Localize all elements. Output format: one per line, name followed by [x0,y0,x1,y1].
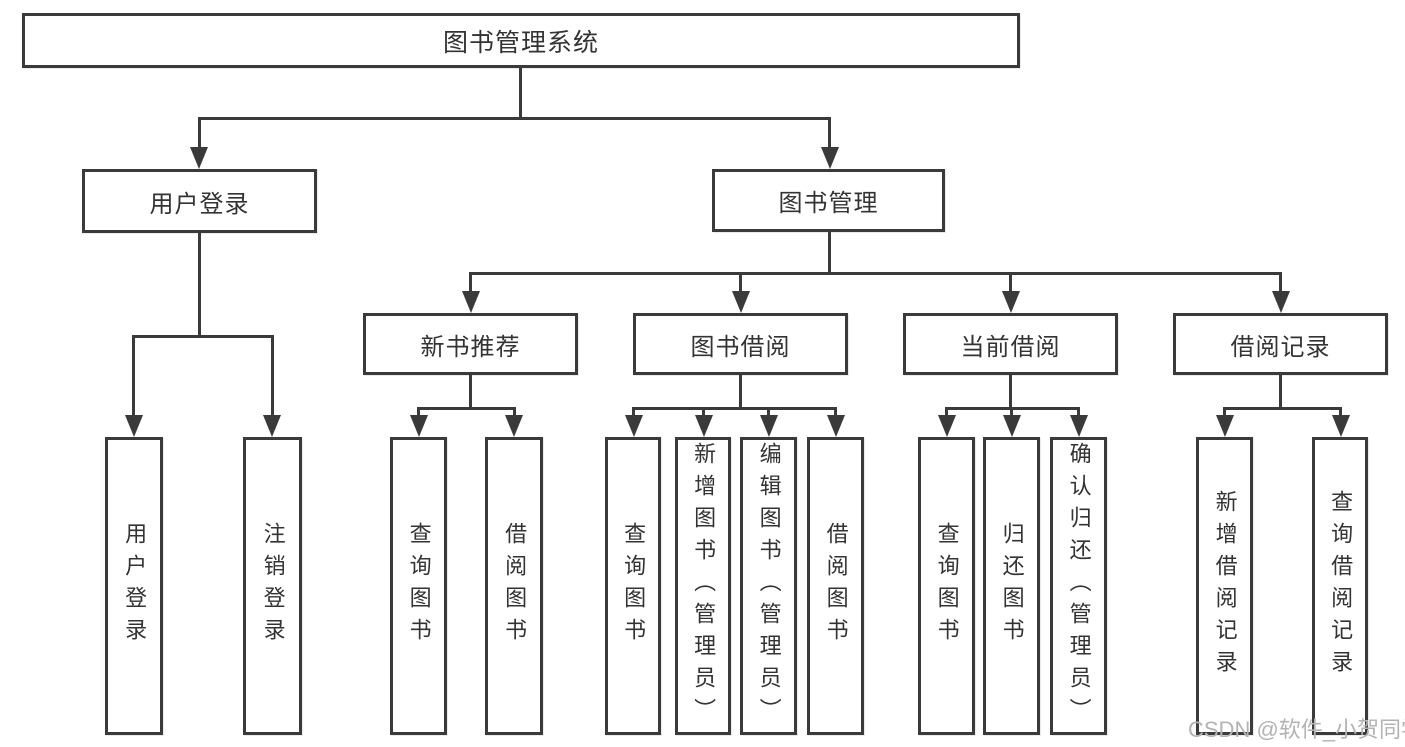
edge-login-stem [198,233,201,337]
leaf-bb-borrow-books: 借阅图书 [807,437,864,735]
arrowhead-borrow-records [1272,291,1290,313]
arrowhead-br-query [1332,415,1350,437]
node-new-books: 新书推荐 [363,313,578,375]
edge-drop-bb-borrow [834,407,837,418]
leaf-cb-return-books: 归还图书 [983,437,1040,735]
node-book-borrow-label: 图书借阅 [690,333,791,361]
edge-login-rail [132,335,274,338]
leaf-br-add-record-label: 新增借阅记录 [1212,490,1238,682]
edge-drop-nb-query [417,407,420,418]
edge-newbooks-rail [417,407,516,410]
leaf-bb-add-books-admin-label: 新增图书（管理员） [691,442,717,730]
leaf-br-query-record: 查询借阅记录 [1312,437,1368,735]
edge-root-stem [519,68,522,118]
arrowhead-current-borrow [1002,291,1020,313]
arrowhead-leaf-logout [263,415,281,437]
node-current-borrow-label: 当前借阅 [960,333,1061,361]
arrowhead-bb-query [625,415,643,437]
leaf-br-add-record: 新增借阅记录 [1196,437,1253,735]
edge-drop-leaf-login [132,335,135,416]
leaf-nb-query-books: 查询图书 [390,437,447,735]
leaf-bb-query-books-label: 查询图书 [621,522,647,650]
leaf-cb-query-books: 查询图书 [918,437,975,735]
leaf-bb-edit-books-admin-label: 编辑图书（管理员） [756,442,782,730]
leaf-logout-label: 注销登录 [260,522,286,650]
leaf-nb-borrow-books-label: 借阅图书 [502,522,528,650]
leaf-cb-confirm-return-admin-label: 确认归还（管理员） [1066,442,1092,730]
edge-borrow-rail [632,407,837,410]
edge-mgmt-rail [469,272,1282,275]
edge-drop-cb-return [1010,407,1013,418]
arrowhead-cb-return [1003,415,1021,437]
node-borrow-records-label: 借阅记录 [1230,333,1331,361]
node-borrow-records: 借阅记录 [1173,313,1388,375]
arrowhead-nb-query [410,415,428,437]
node-book-borrow: 图书借阅 [633,313,848,375]
node-new-books-label: 新书推荐 [420,333,521,361]
arrowhead-user-login [190,147,208,169]
node-library-system: 图书管理系统 [22,13,1020,68]
edge-root-rail [198,117,831,120]
arrowhead-bb-borrow [827,415,845,437]
leaf-cb-query-books-label: 查询图书 [934,522,960,650]
leaf-bb-query-books: 查询图书 [605,437,661,735]
edge-borrow-stem [739,375,742,409]
edge-records-stem [1279,375,1282,409]
arrowhead-book-borrow [732,291,750,313]
arrowhead-br-add [1216,415,1234,437]
edge-newbooks-stem [469,375,472,409]
edge-current-stem [1009,375,1012,409]
edge-drop-cb-confirm [1077,407,1080,418]
edge-drop-user-login [198,117,201,150]
leaf-bb-add-books-admin: 新增图书（管理员） [675,437,731,735]
edge-drop-book-mgmt [828,117,831,150]
node-user-login: 用户登录 [82,169,317,233]
edge-drop-br-query [1339,407,1342,418]
leaf-user-login: 用户登录 [105,437,163,735]
leaf-cb-return-books-label: 归还图书 [999,522,1025,650]
edge-drop-borrow-records [1279,272,1282,294]
arrowhead-book-mgmt [821,147,839,169]
leaf-br-query-record-label: 查询借阅记录 [1328,490,1354,682]
edge-drop-bb-query [632,407,635,418]
csdn-watermark: CSDN @软件_小贺同学 [1188,717,1405,742]
edge-mgmt-stem [828,232,831,275]
arrowhead-leaf-login [125,415,143,437]
arrowhead-cb-query [938,415,956,437]
edge-drop-leaf-logout [271,335,274,416]
leaf-logout: 注销登录 [243,437,302,735]
arrowhead-cb-confirm [1070,415,1088,437]
edge-records-rail [1223,407,1342,410]
leaf-nb-query-books-label: 查询图书 [406,522,432,650]
node-book-mgmt-label: 图书管理 [778,190,879,217]
arrowhead-nb-borrow [505,415,523,437]
node-book-mgmt: 图书管理 [712,169,945,232]
edge-drop-book-borrow [739,272,742,294]
edge-drop-br-add [1223,407,1226,418]
leaf-cb-confirm-return-admin: 确认归还（管理员） [1050,437,1107,735]
edge-drop-cb-query [945,407,948,418]
edge-drop-bb-add [702,407,705,418]
node-current-borrow: 当前借阅 [903,313,1118,375]
edge-drop-new-books [469,272,472,294]
leaf-bb-borrow-books-label: 借阅图书 [823,522,849,650]
edge-drop-bb-edit [767,407,770,418]
node-user-login-label: 用户登录 [149,190,250,218]
edge-drop-nb-borrow [513,407,516,418]
leaf-user-login-label: 用户登录 [122,522,148,650]
leaf-nb-borrow-books: 借阅图书 [485,437,543,735]
node-library-system-label: 图书管理系统 [442,28,599,57]
arrowhead-bb-edit [760,415,778,437]
arrowhead-bb-add [695,415,713,437]
arrowhead-new-books [462,291,480,313]
leaf-bb-edit-books-admin: 编辑图书（管理员） [740,437,797,735]
edge-drop-current-borrow [1009,272,1012,294]
